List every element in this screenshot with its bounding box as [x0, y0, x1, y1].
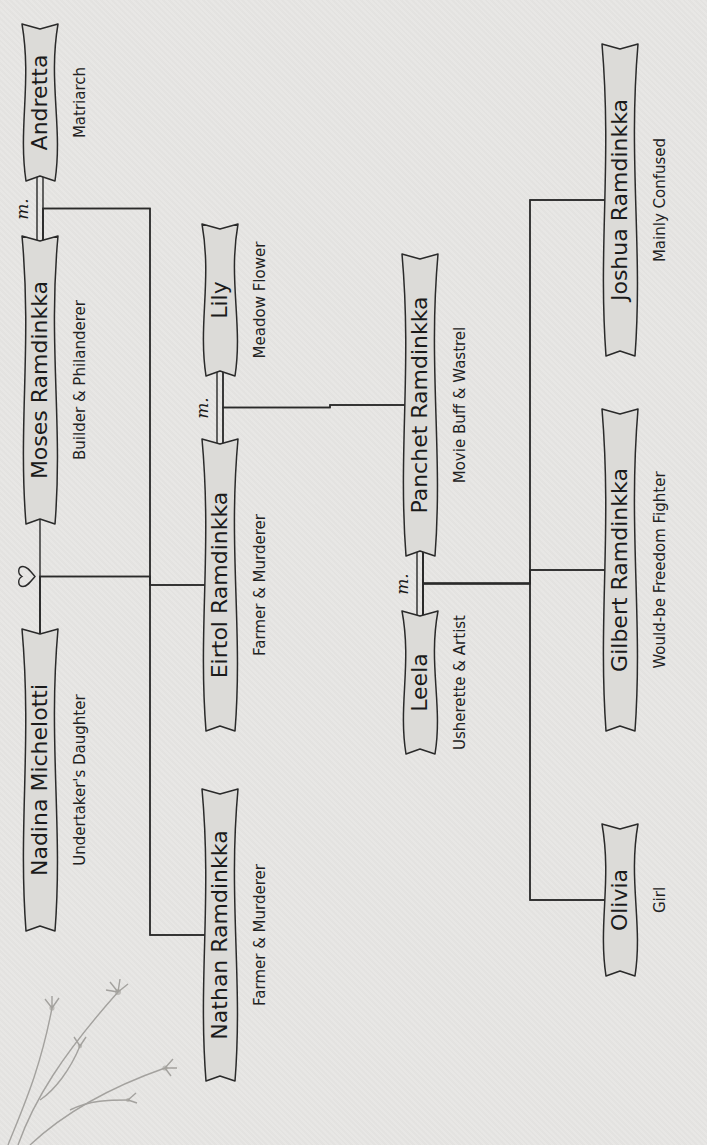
marriage-mark: m.	[392, 571, 412, 597]
name-banner: Gilbert Ramdinkka	[597, 405, 643, 735]
node-frame: Gilbert Ramdinkka Would-be Freedom Fighte…	[597, 405, 677, 735]
person-description: Mainly Confused	[649, 138, 671, 262]
name-banner: Olivia	[597, 820, 643, 980]
connector-line	[417, 548, 423, 619]
node-frame: Panchet Ramdinkka Movie Buff & Wastrel	[397, 250, 477, 560]
marriage-mark: m.	[12, 196, 32, 222]
marriage-label: m.	[392, 573, 412, 595]
person-description: Usherette & Artist	[449, 615, 471, 750]
description-row: Undertaker's Daughter	[69, 625, 91, 935]
connector-line	[43, 209, 209, 936]
connector-line	[43, 209, 209, 586]
name-banner: Lily	[197, 220, 243, 380]
heart-symbol	[19, 567, 35, 587]
person-node: Gilbert Ramdinkka Would-be Freedom Fighte…	[597, 405, 677, 735]
description-row: Usherette & Artist	[449, 607, 471, 758]
person-name: Moses Ramdinkka	[17, 281, 63, 479]
marriage-label: m.	[12, 198, 32, 220]
person-name: Leela	[397, 653, 443, 712]
person-node: Eirtol Ramdinkka Farmer & Murderer	[197, 435, 277, 735]
person-name: Nathan Ramdinkka	[197, 830, 243, 1039]
person-description: Undertaker's Daughter	[69, 694, 91, 865]
connector-line	[423, 200, 609, 619]
person-node: Joshua Ramdinkka Mainly Confused	[597, 40, 677, 360]
description-row: Movie Buff & Wastrel	[449, 250, 471, 560]
node-frame: Lily Meadow Flower	[197, 220, 277, 380]
marriage-label: m.	[192, 397, 212, 419]
connector-line	[423, 548, 609, 900]
node-frame: Moses Ramdinkka Builder & Philanderer	[17, 232, 97, 528]
person-name: Olivia	[597, 869, 643, 931]
description-row: Farmer & Murderer	[249, 785, 271, 1085]
person-name: Andretta	[17, 55, 63, 151]
connector-line	[223, 368, 409, 408]
person-name: Lily	[197, 281, 243, 319]
connector-line	[423, 200, 609, 584]
connector-line	[217, 368, 223, 447]
person-name: Eirtol Ramdinkka	[197, 492, 243, 679]
person-description: Girl	[649, 887, 671, 913]
connector-line	[40, 577, 209, 638]
person-node: Leela Usherette & Artist	[397, 607, 477, 758]
person-node: Nathan Ramdinkka Farmer & Murderer	[197, 785, 277, 1085]
person-description: Meadow Flower	[249, 242, 271, 359]
connector-line	[423, 570, 609, 619]
person-name: Panchet Ramdinkka	[397, 296, 443, 513]
name-banner: Joshua Ramdinkka	[597, 40, 643, 360]
connector-line	[40, 577, 209, 936]
node-frame: Eirtol Ramdinkka Farmer & Murderer	[197, 435, 277, 735]
connector-line	[37, 173, 43, 244]
marriage-mark: m.	[192, 395, 212, 421]
person-description: Farmer & Murderer	[249, 514, 271, 656]
person-description: Would-be Freedom Fighter	[649, 471, 671, 668]
name-banner: Leela	[397, 607, 443, 758]
node-frame: Nadina Michelotti Undertaker's Daughter	[17, 625, 97, 935]
person-name: Nadina Michelotti	[17, 684, 63, 876]
person-description: Farmer & Murderer	[249, 864, 271, 1006]
node-frame: Nathan Ramdinkka Farmer & Murderer	[197, 785, 277, 1085]
name-banner: Eirtol Ramdinkka	[197, 435, 243, 735]
name-banner: Nathan Ramdinkka	[197, 785, 243, 1085]
description-row: Farmer & Murderer	[249, 435, 271, 735]
person-node: Moses Ramdinkka Builder & Philanderer	[17, 232, 97, 528]
name-banner: Moses Ramdinkka	[17, 232, 63, 528]
description-row: Builder & Philanderer	[69, 232, 91, 528]
node-frame: Olivia Girl	[597, 820, 677, 980]
person-description: Movie Buff & Wastrel	[449, 327, 471, 484]
person-description: Matriarch	[69, 67, 91, 138]
person-name: Joshua Ramdinkka	[597, 99, 643, 301]
name-banner: Panchet Ramdinkka	[397, 250, 443, 560]
description-row: Matriarch	[69, 20, 91, 185]
connector-line	[423, 548, 609, 584]
person-node: Lily Meadow Flower	[197, 220, 277, 380]
description-row: Would-be Freedom Fighter	[649, 405, 671, 735]
person-node: Nadina Michelotti Undertaker's Daughter	[17, 625, 97, 935]
connector-line	[423, 584, 609, 901]
node-frame: Leela Usherette & Artist	[397, 607, 477, 758]
description-row: Girl	[649, 820, 671, 980]
dried-flower	[0, 950, 185, 1145]
person-node: Andretta Matriarch	[17, 20, 97, 185]
person-node: Olivia Girl	[597, 820, 677, 980]
person-description: Builder & Philanderer	[69, 300, 91, 460]
name-banner: Andretta	[17, 20, 63, 185]
name-banner: Nadina Michelotti	[17, 625, 63, 935]
node-frame: Joshua Ramdinkka Mainly Confused	[597, 40, 677, 360]
person-node: Panchet Ramdinkka Movie Buff & Wastrel	[397, 250, 477, 560]
connector-line	[223, 405, 409, 447]
node-frame: Andretta Matriarch	[17, 20, 97, 185]
description-row: Mainly Confused	[649, 40, 671, 360]
description-row: Meadow Flower	[249, 220, 271, 380]
person-name: Gilbert Ramdinkka	[597, 468, 643, 672]
